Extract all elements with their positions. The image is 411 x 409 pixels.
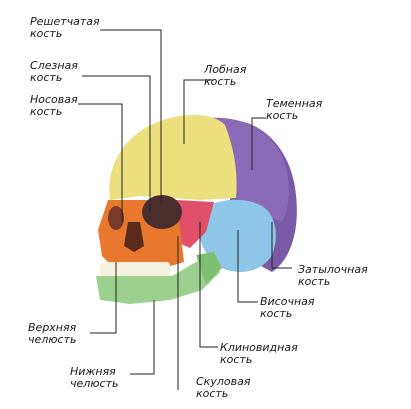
mandible-bone-shape xyxy=(96,255,220,304)
label-sphenoid: Клиновидная кость xyxy=(220,342,298,366)
leader-lacrimal xyxy=(82,75,151,212)
label-maxilla-line2: челюсть xyxy=(28,333,77,346)
label-temporal-line1: Височная xyxy=(260,295,315,308)
label-temporal-line2: кость xyxy=(260,307,293,320)
label-mandible-line1: Нижняя xyxy=(70,365,116,378)
label-mandible-line2: челюсть xyxy=(70,377,119,390)
label-sphenoid-line1: Клиновидная xyxy=(220,341,298,354)
label-lacrimal-line2: кость xyxy=(30,71,63,84)
frontal-bone-shape xyxy=(109,114,237,200)
leader-occipital xyxy=(271,222,292,269)
label-maxilla-line1: Верхняя xyxy=(28,321,77,334)
label-frontal: Лобная кость xyxy=(204,64,246,88)
label-parietal-line2: кость xyxy=(266,109,299,122)
label-mandible: Нижняя челюсть xyxy=(70,366,119,390)
orbit-shape xyxy=(142,195,182,229)
leader-nasal xyxy=(78,103,123,222)
label-occipital-line1: Затылочная xyxy=(298,263,368,276)
label-nasal-line1: Носовая xyxy=(30,93,78,106)
label-nasal: Носовая кость xyxy=(30,94,78,118)
label-frontal-line2: кость xyxy=(204,75,237,88)
label-zygomatic: Скуловая кость xyxy=(196,376,250,400)
upper-teeth-shape xyxy=(100,262,170,276)
sphenoid-bone-shape xyxy=(172,200,214,248)
label-lacrimal-line1: Слезная xyxy=(30,59,78,72)
label-zygomatic-line1: Скуловая xyxy=(196,375,251,388)
label-ethmoid: Решетчатая кость xyxy=(30,16,100,40)
leader-ethmoid xyxy=(100,29,162,205)
label-temporal: Височная кость xyxy=(260,296,315,320)
mandible-ramus-shape xyxy=(196,252,222,284)
leader-parietal xyxy=(251,117,266,170)
temporal-bone-shape xyxy=(197,199,276,272)
leader-sphenoid xyxy=(199,222,218,348)
label-frontal-line1: Лобная xyxy=(204,63,247,76)
leader-maxilla xyxy=(90,262,117,334)
label-occipital-line2: кость xyxy=(298,275,331,288)
nasal-aperture-shape xyxy=(124,222,144,252)
leader-frontal xyxy=(183,79,214,144)
label-parietal-line1: Теменная xyxy=(266,97,323,110)
label-lacrimal: Слезная кость xyxy=(30,60,78,84)
label-ethmoid-line1: Решетчатая xyxy=(30,15,100,28)
label-maxilla: Верхняя челюсть xyxy=(28,322,77,346)
label-ethmoid-line2: кость xyxy=(30,27,63,40)
label-occipital: Затылочная кость xyxy=(298,264,368,288)
label-zygomatic-line2: кость xyxy=(196,387,229,400)
leader-temporal xyxy=(237,230,258,303)
orbit-shadow xyxy=(108,206,124,230)
leader-mandible xyxy=(130,300,155,375)
leader-lines xyxy=(78,29,292,390)
label-sphenoid-line2: кость xyxy=(220,353,253,366)
label-nasal-line2: кость xyxy=(30,105,63,118)
label-parietal: Теменная кость xyxy=(266,98,322,122)
